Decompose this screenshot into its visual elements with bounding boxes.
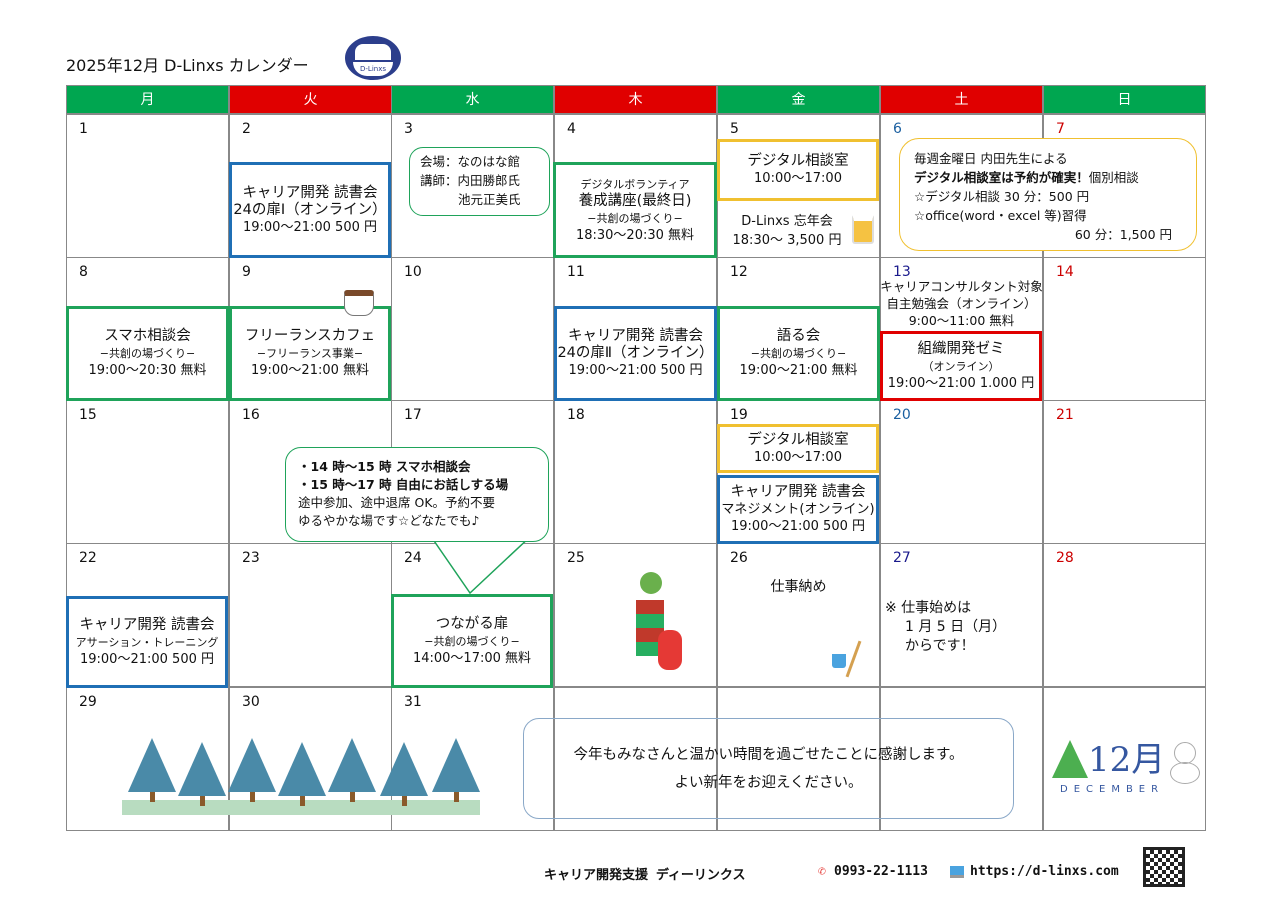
day-number: 8 xyxy=(79,264,88,280)
tree-icon xyxy=(380,742,428,796)
day-number: 28 xyxy=(1056,550,1074,566)
weekday-header: 水 xyxy=(391,85,554,114)
event-dec19-book[interactable]: キャリア開発 読書会マネジメント(オンライン)19:00～21:00 500 円 xyxy=(717,475,879,544)
day-number: 19 xyxy=(730,407,748,423)
day-number: 24 xyxy=(404,550,422,566)
day-cell[interactable]: 20 xyxy=(880,400,1043,544)
tree-icon xyxy=(228,738,276,792)
phone-icon: ✆ xyxy=(818,864,826,879)
mop-bucket-icon xyxy=(832,654,846,668)
day-number: 14 xyxy=(1056,264,1074,280)
day-number: 20 xyxy=(893,407,911,423)
december-badge: 12月 DECEMBER xyxy=(1050,732,1200,802)
day-number: 17 xyxy=(404,407,422,423)
day-number: 30 xyxy=(242,694,260,710)
day-cell[interactable]: 18 xyxy=(554,400,717,544)
weekday-header: 月 xyxy=(66,85,229,114)
day-cell[interactable]: 21 xyxy=(1043,400,1206,544)
weekday-header: 木 xyxy=(554,85,717,114)
day-cell[interactable] xyxy=(1043,687,1206,831)
day-number: 6 xyxy=(893,121,902,137)
event-dec9[interactable]: フリーランスカフェ−フリーランス事業−19:00～21:00 無料 xyxy=(229,306,391,401)
day-cell[interactable] xyxy=(717,687,880,831)
tree-icon xyxy=(328,738,376,792)
weekday-header: 土 xyxy=(880,85,1043,114)
santa-icon xyxy=(632,572,682,682)
day-number: 25 xyxy=(567,550,585,566)
day-cell[interactable]: 25 xyxy=(554,543,717,687)
d-linxs-logo: D-Linxs xyxy=(345,36,401,80)
day-cell[interactable]: 27 xyxy=(880,543,1043,687)
day-number: 31 xyxy=(404,694,422,710)
day-cell[interactable]: 14 xyxy=(1043,257,1206,401)
ground-bar xyxy=(122,800,480,815)
day-number: 3 xyxy=(404,121,413,137)
day-number: 26 xyxy=(730,550,748,566)
year-end-message: 今年もみなさんと温かい時間を過ごせたことに感謝します。よい新年をお迎えください。 xyxy=(523,718,1014,819)
tree-icon xyxy=(278,742,326,796)
day-cell[interactable]: 23 xyxy=(229,543,392,687)
day-number: 16 xyxy=(242,407,260,423)
day-cell[interactable]: 28 xyxy=(1043,543,1206,687)
weekday-header: 火 xyxy=(229,85,392,114)
event-dec13-zemi[interactable]: 組織開発ゼミ（オンライン）19:00～21:00 1.000 円 xyxy=(880,331,1042,401)
day-number: 7 xyxy=(1056,121,1065,137)
day-number: 5 xyxy=(730,121,739,137)
day-number: 27 xyxy=(893,550,911,566)
event-dec13-study[interactable]: キャリアコンサルタント対象自主勉強会（オンライン）9:00～11:00 無料 xyxy=(880,279,1043,328)
day-number: 22 xyxy=(79,550,97,566)
day-number: 10 xyxy=(404,264,422,280)
day-cell[interactable] xyxy=(554,687,717,831)
day-number: 9 xyxy=(242,264,251,280)
event-dec8[interactable]: スマホ相談会−共創の場づくり−19:00～20:30 無料 xyxy=(66,306,229,401)
computer-icon xyxy=(950,866,964,878)
weekday-header: 日 xyxy=(1043,85,1206,114)
venue-callout: 会場：なのはな館講師：内田勝郎氏池元正美氏 xyxy=(409,147,550,216)
day-number: 18 xyxy=(567,407,585,423)
event-dec4[interactable]: デジタルボランティア養成講座(最終日)−共創の場づくり−18:30～20:30 … xyxy=(553,162,717,258)
day-number: 13 xyxy=(893,264,911,280)
weekday-header: 金 xyxy=(717,85,880,114)
day-number: 15 xyxy=(79,407,97,423)
day-cell[interactable] xyxy=(880,687,1043,831)
event-dec24[interactable]: つながる扉−共創の場づくり−14:00～17:00 無料 xyxy=(391,594,553,688)
day-number: 23 xyxy=(242,550,260,566)
event-dec26[interactable]: 仕事納め xyxy=(770,579,827,595)
day-number: 21 xyxy=(1056,407,1074,423)
day-number: 4 xyxy=(567,121,576,137)
day-cell[interactable]: 26 xyxy=(717,543,880,687)
tree-icon xyxy=(178,742,226,796)
day-cell[interactable]: 1 xyxy=(66,114,229,258)
day-number: 2 xyxy=(242,121,251,137)
footer-phone[interactable]: 0993-22-1113 xyxy=(834,864,928,879)
day-number: 1 xyxy=(79,121,88,137)
day-number: 11 xyxy=(567,264,585,280)
day-cell[interactable]: 15 xyxy=(66,400,229,544)
day-number: 29 xyxy=(79,694,97,710)
tree-icon xyxy=(432,738,480,792)
day-number: 12 xyxy=(730,264,748,280)
digital-info-callout: 毎週金曜日 内田先生によるデジタル相談室は予約が確実！個別相談☆デジタル相談 3… xyxy=(899,138,1197,251)
coffee-cup-icon xyxy=(344,290,374,316)
footer-url[interactable]: https://d-linxs.com xyxy=(970,864,1119,879)
footer-org: キャリア開発支援 ディーリンクス xyxy=(544,868,746,883)
tree-icon xyxy=(128,738,176,792)
page-title: 2025年12月 D-Linxs カレンダー xyxy=(66,56,309,75)
day-cell[interactable]: 10 xyxy=(391,257,554,401)
qr-code[interactable] xyxy=(1143,847,1185,887)
beer-icon xyxy=(852,214,874,244)
event-dec12[interactable]: 語る会−共創の場づくり−19:00～21:00 無料 xyxy=(717,306,880,401)
dec24-info-callout: ・14 時～15 時 スマホ相談会・15 時～17 時 自由にお話しする場途中参… xyxy=(285,447,549,542)
